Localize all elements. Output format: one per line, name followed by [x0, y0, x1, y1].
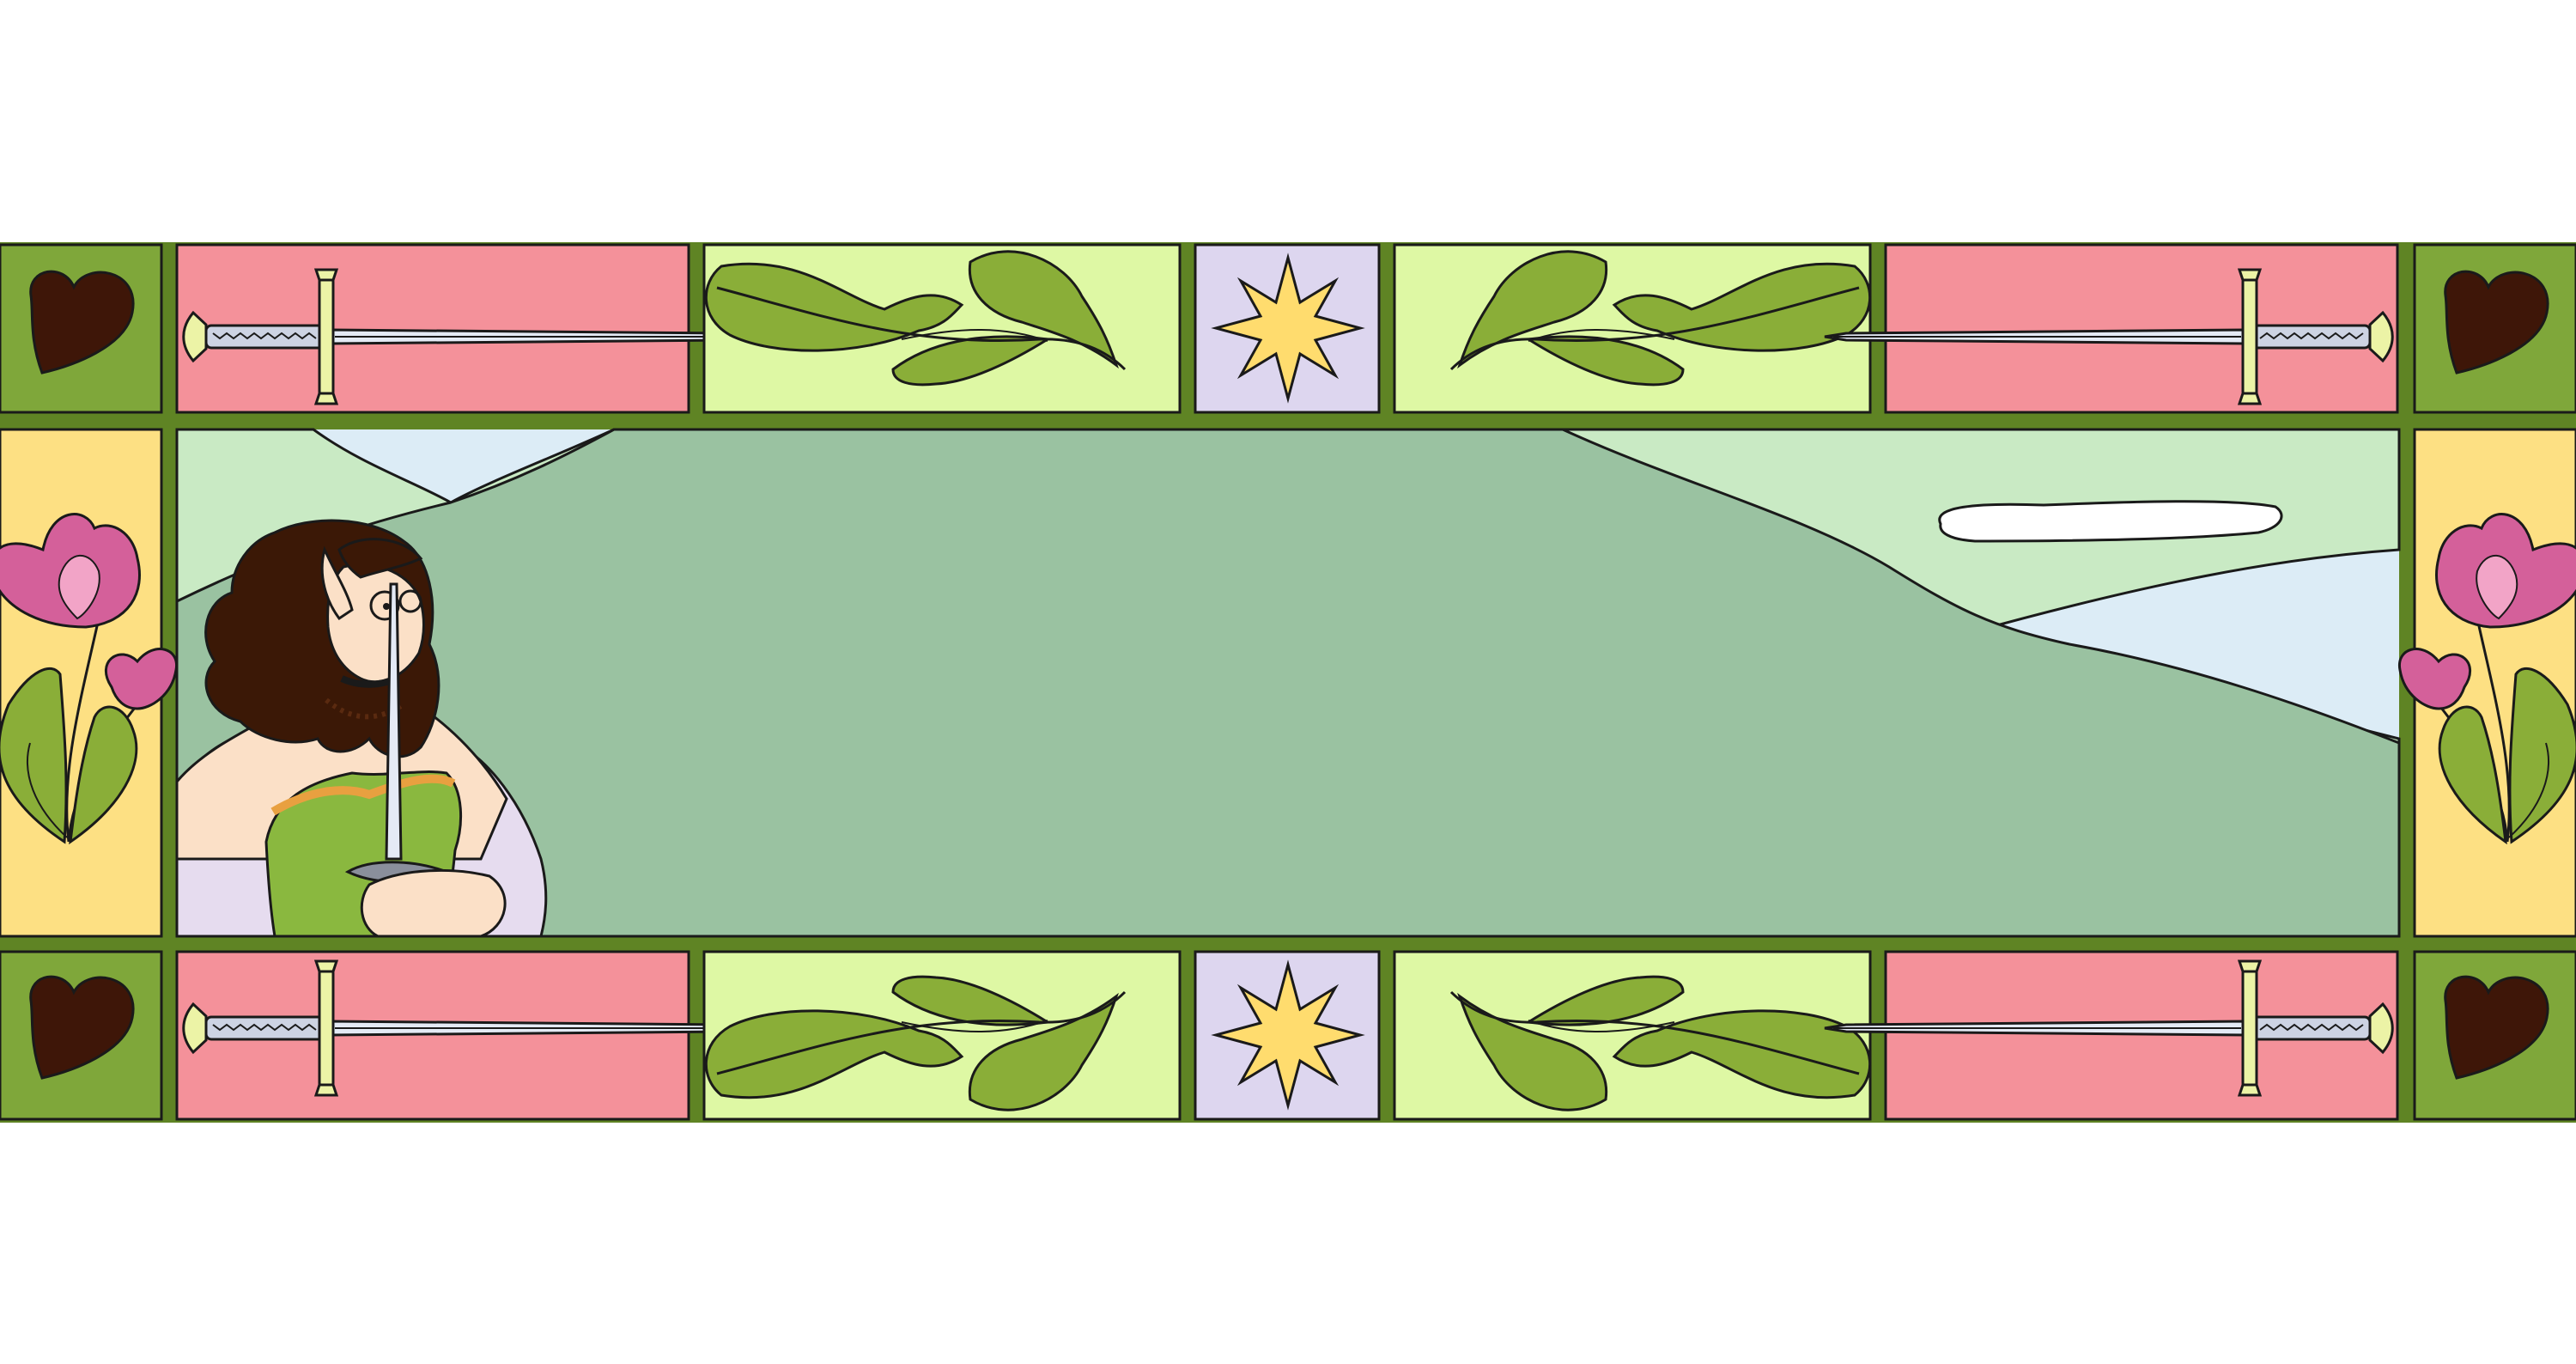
necklace	[325, 697, 405, 720]
glasses	[369, 590, 400, 621]
landscape-scene	[175, 428, 2401, 938]
hair-fringe	[337, 538, 423, 579]
main-hills	[175, 428, 2401, 938]
side-panel-left	[0, 428, 179, 938]
cloud	[1938, 500, 2283, 543]
elf-ear	[320, 545, 354, 621]
elf-character	[175, 519, 548, 938]
side-panel-right	[2397, 428, 2576, 938]
border-bottom	[0, 950, 2576, 1121]
hands	[360, 868, 507, 938]
border-top	[0, 243, 2576, 414]
